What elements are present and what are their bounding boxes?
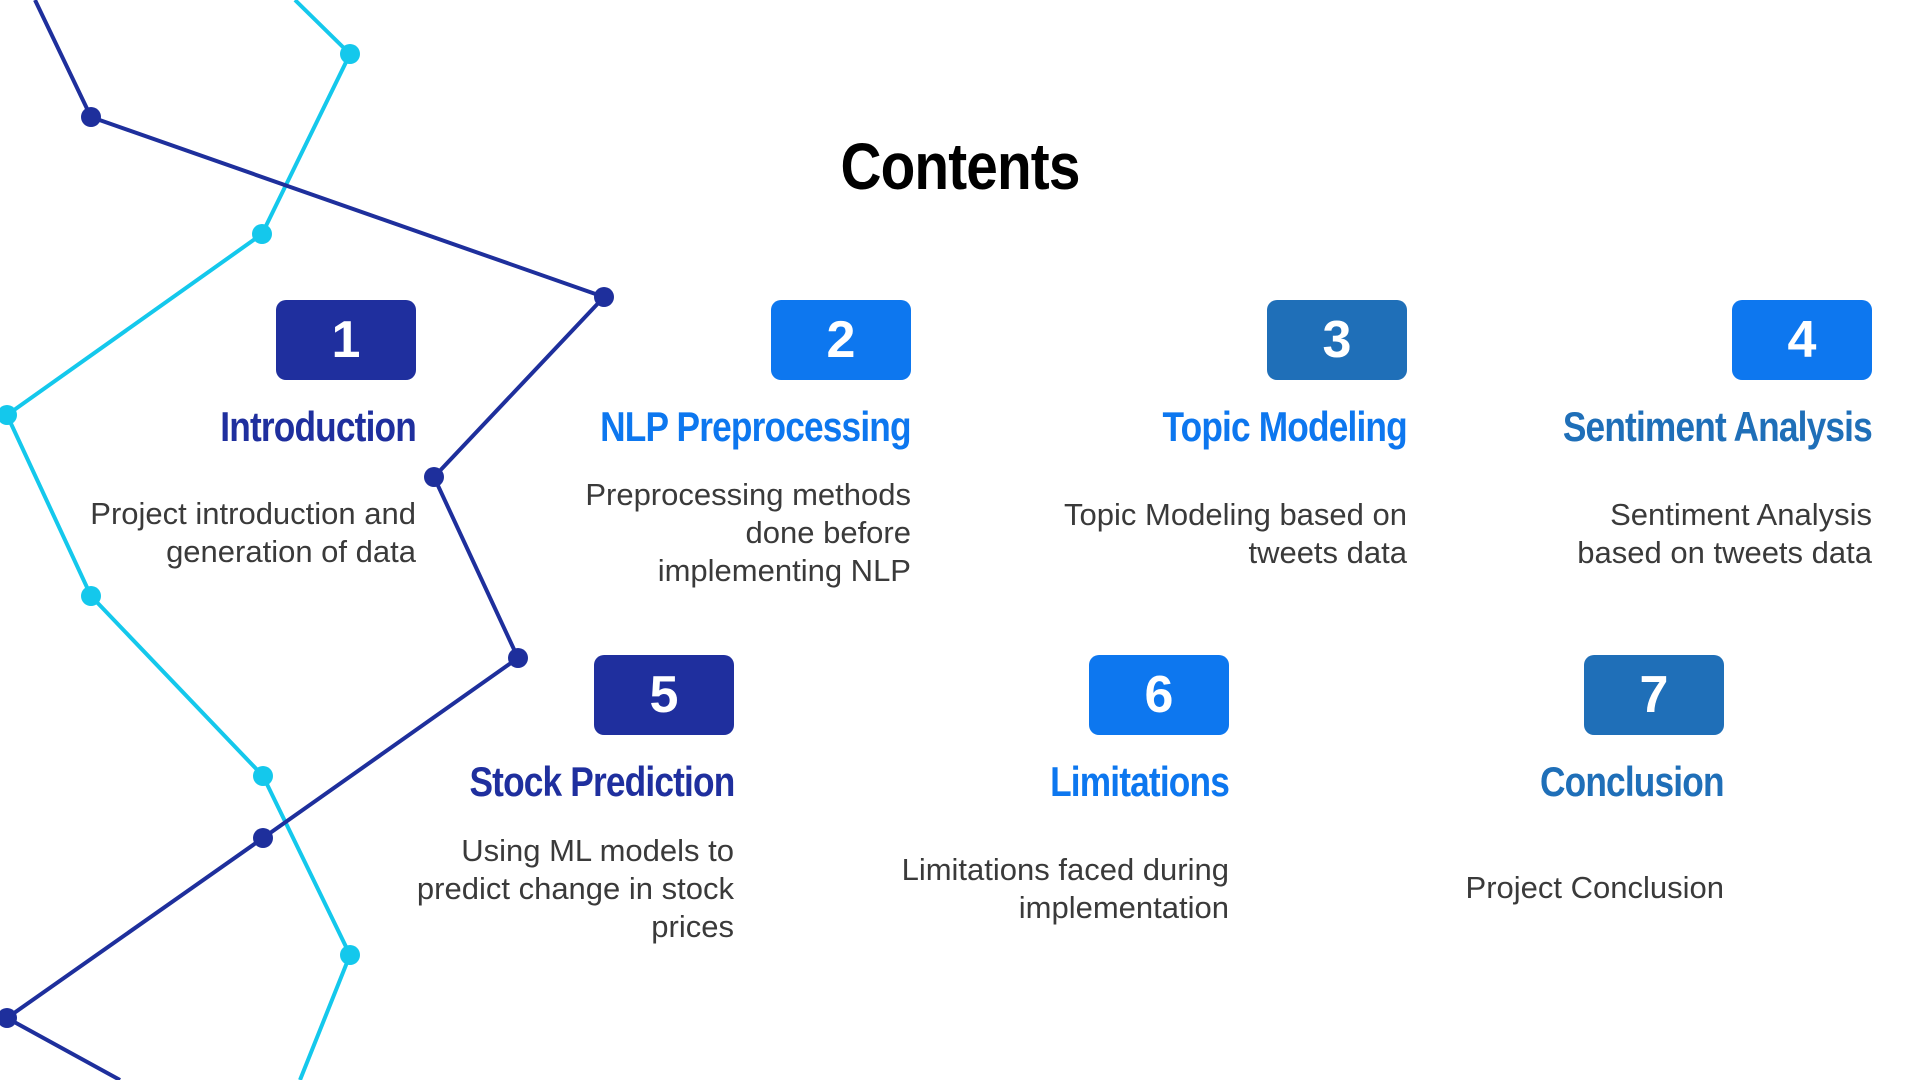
item-title: Limitations	[1050, 758, 1230, 805]
item-title: Stock Prediction	[469, 758, 735, 805]
item-title: Conclusion	[1540, 758, 1725, 805]
item-description: Project Conclusion	[1465, 870, 1724, 905]
node	[508, 648, 528, 668]
contents-item-nlp-preprocessing[interactable]: 2 NLP Preprocessing Preprocessing method…	[511, 300, 912, 600]
item-description: Preprocessing methods done before implem…	[585, 477, 911, 588]
node	[81, 107, 101, 127]
item-title: Topic Modeling	[1162, 403, 1408, 450]
node	[81, 586, 101, 606]
contents-item-conclusion[interactable]: 7 Conclusion Project Conclusion	[1324, 655, 1725, 955]
item-description: Limitations faced during implementation	[901, 852, 1229, 925]
contents-item-topic-modeling[interactable]: 3 Topic Modeling Topic Modeling based on…	[1007, 300, 1408, 600]
item-number-badge: 2	[771, 300, 911, 380]
item-number-badge: 7	[1584, 655, 1724, 735]
contents-item-introduction[interactable]: 1 Introduction Project introduction and …	[16, 300, 417, 600]
node	[340, 44, 360, 64]
item-description: Project introduction and generation of d…	[90, 496, 416, 569]
node	[424, 467, 444, 487]
node	[252, 224, 272, 244]
node	[253, 766, 273, 786]
contents-item-limitations[interactable]: 6 Limitations Limitations faced during i…	[829, 655, 1230, 955]
item-number-badge: 6	[1089, 655, 1229, 735]
item-title: Introduction	[220, 403, 417, 450]
node	[594, 287, 614, 307]
dark-blue-line-nodes	[0, 107, 614, 1028]
node	[0, 405, 17, 425]
contents-item-sentiment-analysis[interactable]: 4 Sentiment Analysis Sentiment Analysis …	[1472, 300, 1873, 600]
item-description: Sentiment Analysis based on tweets data	[1577, 497, 1872, 570]
node	[340, 945, 360, 965]
item-description: Using ML models to predict change in sto…	[416, 833, 734, 944]
item-number-badge: 1	[276, 300, 416, 380]
page-title: Contents	[840, 129, 1080, 203]
item-title: Sentiment Analysis	[1562, 403, 1873, 450]
item-number-badge: 5	[594, 655, 734, 735]
cyan-line	[4, 0, 353, 1080]
item-number-badge: 3	[1267, 300, 1407, 380]
item-description: Topic Modeling based on tweets data	[1064, 497, 1407, 570]
contents-item-stock-prediction[interactable]: 5 Stock Prediction Using ML models to pr…	[334, 655, 735, 955]
item-number-badge: 4	[1732, 300, 1872, 380]
node	[253, 828, 273, 848]
item-title: NLP Preprocessing	[600, 403, 911, 450]
node	[0, 1008, 17, 1028]
cyan-line-nodes	[0, 44, 360, 965]
dark-blue-line	[3, 0, 608, 1080]
